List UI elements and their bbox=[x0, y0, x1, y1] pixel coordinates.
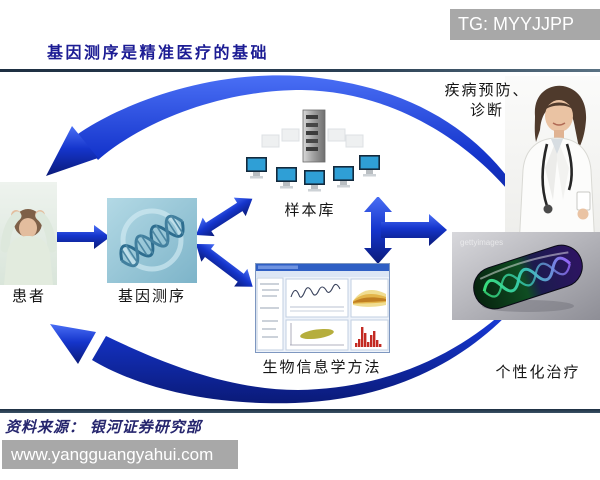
label-disease-prevention-diagnosis: 疾病预防、 诊断 bbox=[433, 81, 541, 121]
tg-watermark-text: TG: MYYJJPP bbox=[458, 14, 575, 34]
label-personalized-treatment: 个性化治疗 bbox=[495, 365, 581, 381]
label-patient: 患者 bbox=[11, 289, 46, 305]
cycle-arrow-top bbox=[46, 75, 550, 252]
client-monitors bbox=[246, 155, 380, 192]
label-diagnosis-line2: 诊断 bbox=[469, 103, 504, 119]
source-text: 资料来源： 银河证券研究部 bbox=[5, 420, 202, 436]
doctor-hair bbox=[534, 85, 587, 148]
stock-photo-watermark: gettyimages bbox=[460, 238, 503, 247]
site-watermark-badge: www.yangguangyahui.com bbox=[2, 440, 238, 469]
page-title: 基因测序是精准医疗的基础 bbox=[47, 45, 270, 62]
tg-watermark-badge: TG: MYYJJPP bbox=[450, 9, 600, 40]
tree-panel bbox=[256, 277, 284, 351]
server-network-photo bbox=[240, 107, 380, 197]
label-sample-database: 样本库 bbox=[284, 203, 336, 219]
doctor-coat bbox=[518, 137, 596, 248]
arrow-patient-to-sequencing bbox=[56, 225, 110, 249]
ghost-monitors bbox=[261, 128, 364, 148]
footer-divider bbox=[0, 409, 600, 413]
arrow-sampledb-bioinformatics bbox=[364, 196, 392, 264]
cycle-arrow-bottom bbox=[50, 264, 548, 404]
arrow-sequencing-sampledb bbox=[196, 197, 253, 237]
label-gene-sequencing: 基因测序 bbox=[117, 289, 186, 305]
bioinformatics-screenshot bbox=[255, 263, 390, 353]
label-bioinformatics: 生物信息学方法 bbox=[262, 360, 382, 376]
server-tower bbox=[302, 109, 326, 163]
patient-photo bbox=[0, 182, 57, 285]
arrow-sequencing-bioinformatics bbox=[196, 244, 253, 287]
red-histogram bbox=[355, 327, 382, 347]
window-titlebar bbox=[256, 264, 389, 271]
dna-sequencing-photo bbox=[107, 198, 197, 283]
site-watermark-text: www.yangguangyahui.com bbox=[11, 444, 214, 464]
arrow-to-treatment bbox=[381, 214, 447, 246]
stethoscope bbox=[541, 143, 549, 207]
capsule bbox=[473, 244, 583, 310]
title-underline bbox=[0, 69, 600, 72]
label-diagnosis-line1: 疾病预防、 bbox=[444, 83, 530, 99]
doctor-photo bbox=[505, 76, 600, 248]
dna-helix bbox=[119, 214, 185, 268]
dna-capsule-photo: gettyimages bbox=[452, 232, 600, 320]
